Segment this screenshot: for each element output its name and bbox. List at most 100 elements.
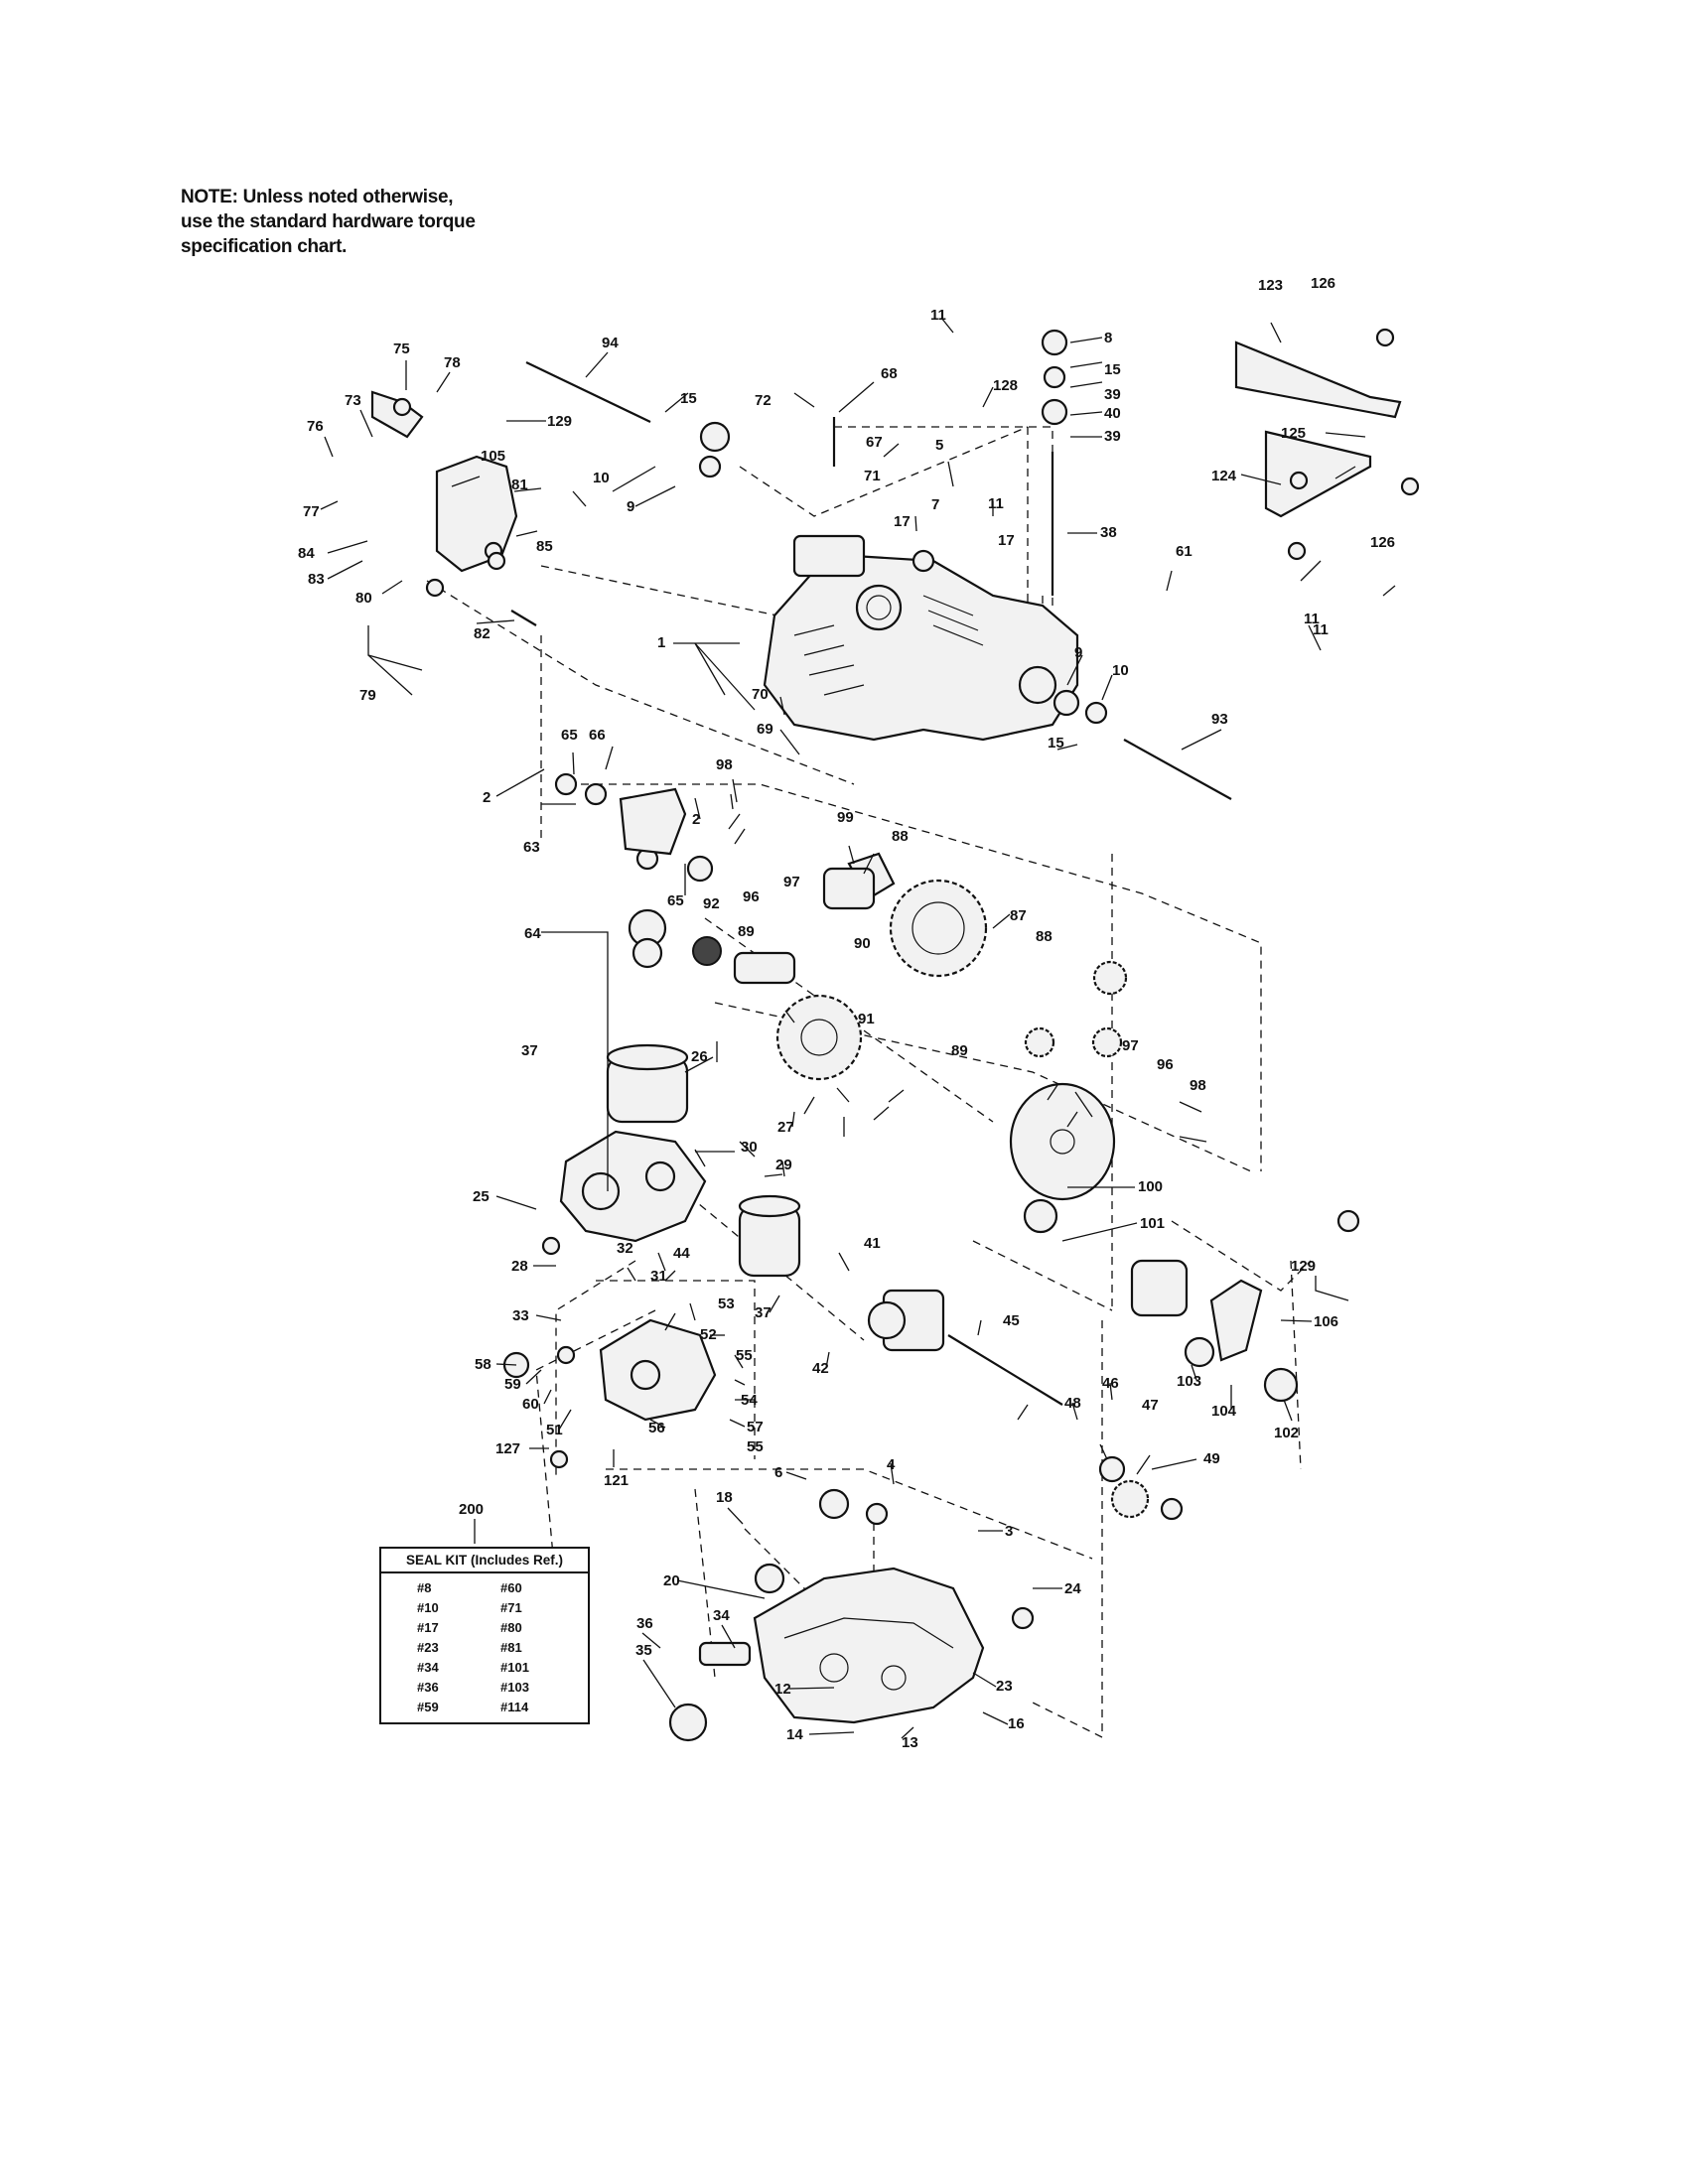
callout-76: 76: [307, 418, 324, 435]
callout-12: 12: [774, 1681, 791, 1698]
callout-68: 68: [881, 365, 898, 382]
callout-11-b: 11: [1304, 611, 1320, 627]
seal-kit-row: #8 #60: [381, 1577, 588, 1597]
callout-18: 18: [716, 1489, 733, 1506]
lower-housing: [753, 1567, 985, 1724]
seal-kit-ref: #81: [500, 1639, 522, 1655]
callout-53: 53: [718, 1296, 735, 1312]
callout-99: 99: [837, 809, 854, 826]
callout-11-top: 11: [930, 307, 946, 324]
callout-103: 103: [1177, 1373, 1201, 1390]
callout-16: 16: [1008, 1715, 1025, 1732]
callout-34: 34: [713, 1607, 730, 1624]
callout-15-m: 15: [1048, 735, 1064, 751]
callout-47: 47: [1142, 1397, 1159, 1414]
center-section: [559, 1130, 717, 1422]
callout-75: 75: [393, 341, 410, 357]
callout-49: 49: [1203, 1450, 1220, 1467]
seal-kit-row: #34 #101: [381, 1657, 588, 1677]
callout-44: 44: [673, 1245, 690, 1262]
callout-6: 6: [774, 1464, 782, 1481]
callout-98a: 98: [716, 756, 733, 773]
seal-kit-ref: #101: [500, 1659, 529, 1675]
seal-kit-row: #23 #81: [381, 1637, 588, 1657]
callout-35: 35: [635, 1642, 652, 1659]
callout-9-r: 9: [1074, 644, 1082, 661]
callout-10-r: 10: [1112, 662, 1129, 679]
callout-labels: 75 78 73 76 77 84 83 80 79 129 105 81 85…: [298, 275, 1395, 1751]
callout-1: 1: [657, 634, 665, 651]
callout-123: 123: [1258, 277, 1283, 294]
callout-100: 100: [1138, 1178, 1163, 1195]
seal-kit-table: SEAL KIT (Includes Ref.) #8 #60 #10 #71 …: [379, 1547, 590, 1724]
callout-25: 25: [473, 1188, 490, 1205]
cylinder-blocks: [606, 847, 801, 1278]
callout-7: 7: [931, 496, 939, 513]
callout-37b: 37: [755, 1304, 772, 1321]
callout-33: 33: [512, 1307, 529, 1324]
seal-kit-ref: #10: [417, 1599, 439, 1615]
callout-83: 83: [308, 571, 325, 588]
seal-kit-row: #59 #114: [381, 1697, 588, 1716]
callout-96b: 96: [1157, 1056, 1174, 1073]
callout-4: 4: [887, 1456, 896, 1473]
callout-55a: 55: [736, 1347, 753, 1364]
callout-92: 92: [703, 895, 720, 912]
seal-kit-ref: #34: [417, 1659, 439, 1675]
callout-126b: 126: [1370, 534, 1395, 551]
callout-69: 69: [757, 721, 773, 738]
callout-59: 59: [504, 1376, 521, 1393]
callout-40: 40: [1104, 405, 1121, 422]
callout-73: 73: [345, 392, 361, 409]
seal-kit-ref: #103: [500, 1679, 529, 1695]
callout-10: 10: [593, 470, 610, 486]
callout-126a: 126: [1311, 275, 1335, 292]
callout-37a: 37: [521, 1042, 538, 1059]
seal-kit-ref: #8: [417, 1579, 432, 1595]
callout-60: 60: [522, 1396, 539, 1413]
callout-39b: 39: [1104, 428, 1121, 445]
callout-64: 64: [524, 925, 541, 942]
callout-88b: 88: [1036, 928, 1052, 945]
callout-88a: 88: [892, 828, 909, 845]
callout-102: 102: [1274, 1425, 1299, 1441]
callout-24: 24: [1064, 1580, 1081, 1597]
callout-127: 127: [495, 1440, 520, 1457]
callout-124: 124: [1211, 468, 1237, 484]
callout-15: 15: [680, 390, 697, 407]
callout-71: 71: [864, 468, 881, 484]
misc-hardware: [370, 328, 1420, 1742]
callout-129b: 129: [1291, 1258, 1316, 1275]
callout-15-r: 15: [1104, 361, 1121, 378]
callout-97a: 97: [783, 874, 800, 890]
upper-housing: [763, 534, 1079, 742]
callout-200: 200: [459, 1501, 484, 1518]
seal-kit-ref: #59: [417, 1699, 439, 1714]
callout-85: 85: [536, 538, 553, 555]
callout-105: 105: [481, 448, 505, 465]
callout-82: 82: [474, 625, 491, 642]
callout-58: 58: [475, 1356, 491, 1373]
brake-disc: [1009, 1082, 1189, 1317]
callout-63: 63: [523, 839, 540, 856]
callout-5: 5: [935, 437, 943, 454]
callout-77: 77: [303, 503, 320, 520]
shafts: [510, 341, 1402, 1667]
callout-3: 3: [1005, 1523, 1013, 1540]
callout-128: 128: [993, 377, 1018, 394]
seal-kit-rows: #8 #60 #10 #71 #17 #80 #23 #81 #34 #101 …: [381, 1577, 588, 1716]
callout-36: 36: [636, 1615, 653, 1632]
callout-94: 94: [602, 335, 619, 351]
callout-14: 14: [786, 1726, 803, 1743]
callout-121: 121: [604, 1472, 629, 1489]
callout-125: 125: [1281, 425, 1306, 442]
callout-106: 106: [1314, 1313, 1338, 1330]
callout-72: 72: [755, 392, 772, 409]
callout-26: 26: [691, 1048, 708, 1065]
note-line-3: specification chart.: [181, 236, 348, 257]
callout-13: 13: [902, 1734, 918, 1751]
callout-101: 101: [1140, 1215, 1165, 1232]
callout-70: 70: [752, 686, 769, 703]
callout-46: 46: [1102, 1375, 1119, 1392]
callout-129: 129: [547, 413, 572, 430]
